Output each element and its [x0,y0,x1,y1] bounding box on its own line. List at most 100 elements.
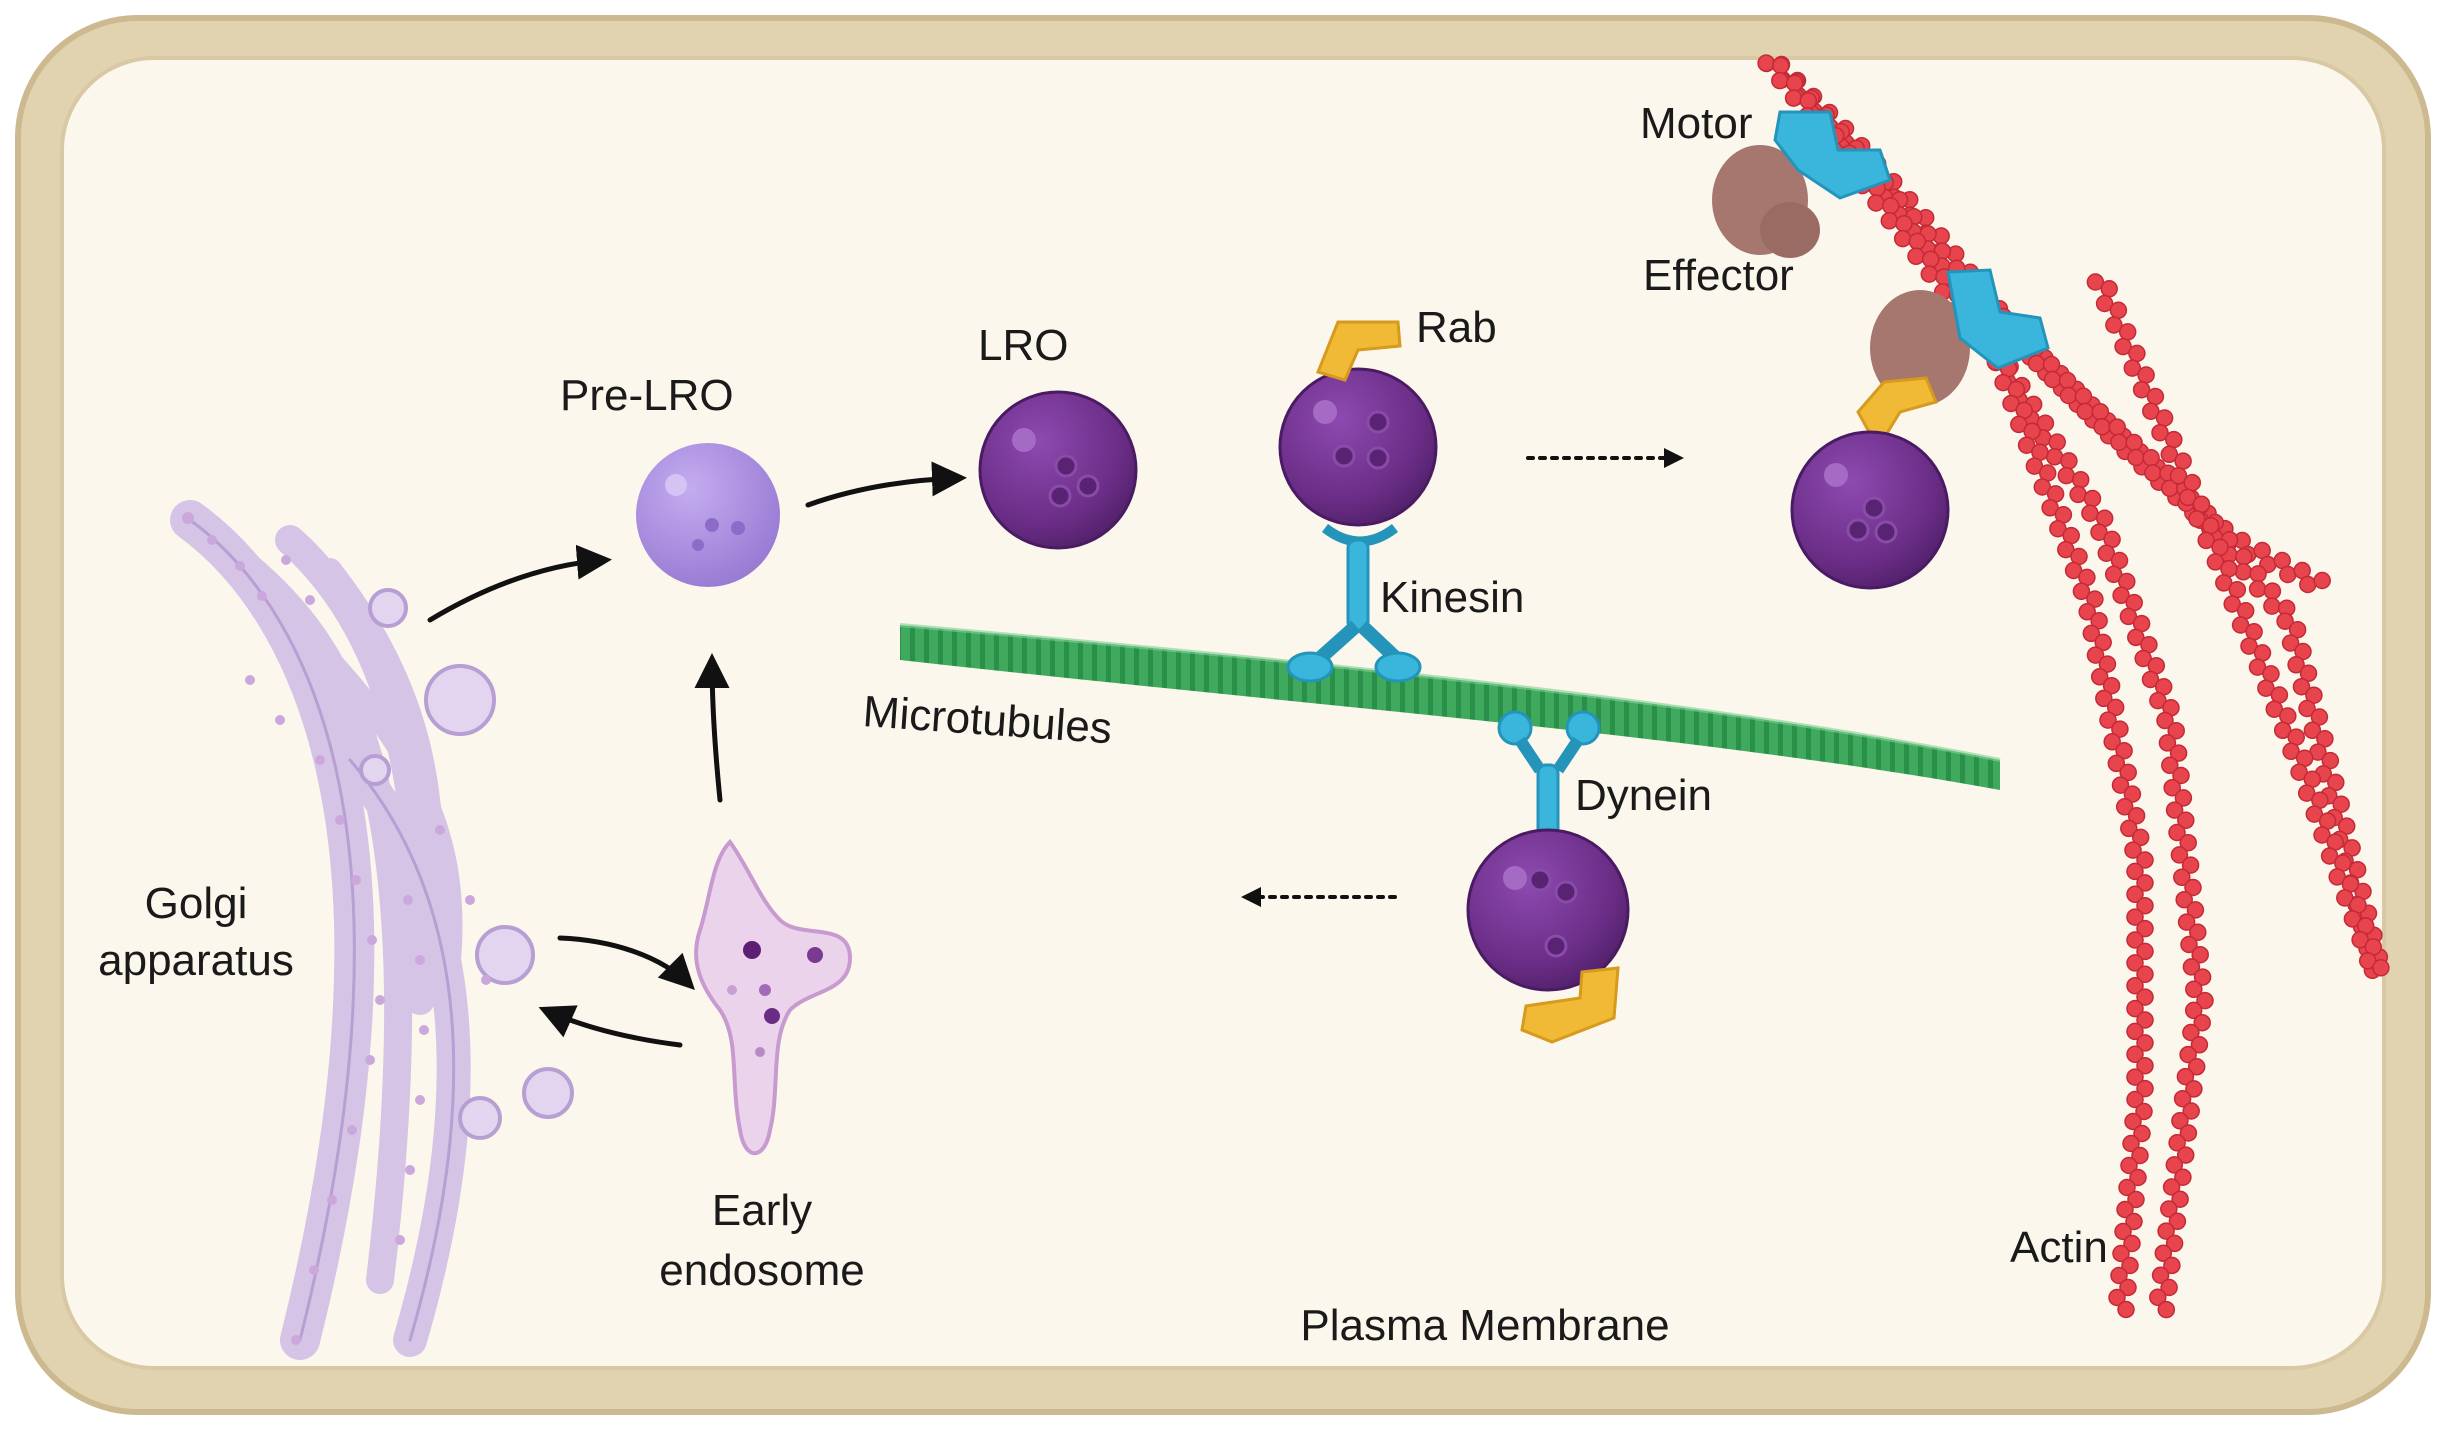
actin-bead [2125,1212,2143,1231]
actin-bead [2193,1013,2211,1032]
actin-bead [2165,801,2184,819]
actin-bead [2193,968,2212,986]
actin-bead [2122,1134,2140,1153]
lro-vesicle [978,390,1138,550]
actin-bead [2176,1146,2195,1164]
actin-bead [2126,885,2144,904]
actin-bead [2185,1080,2203,1098]
actin-bead [2151,423,2169,442]
actin-bead [1867,194,1885,212]
actin-bead [2328,868,2346,886]
actin-bead [2094,633,2112,652]
actin-bead [2111,776,2130,794]
actin-bead [2281,634,2300,652]
actin-bead [2136,1034,2154,1052]
actin-bead [2174,1168,2192,1186]
actin-bead [2163,778,2181,797]
actin-bead [2287,656,2305,674]
actin-bead [2133,1124,2151,1143]
actin-bead [2182,1102,2200,1120]
myosin-effector-top [1712,110,1892,258]
actin-bead [2155,409,2174,427]
actin-bead [1784,89,1803,107]
actin-bead [2174,452,2192,470]
actin-bead [2292,677,2311,696]
actin-bead [2141,670,2160,689]
actin-bead [2108,418,2126,436]
actin-bead [2160,1278,2178,1297]
actin-bead [2136,851,2154,869]
actin-bead [2126,976,2144,995]
actin-bead [2098,655,2117,673]
golgi-dots [182,512,491,1345]
actin-bead [2187,1058,2206,1076]
actin-bead [2135,1102,2153,1121]
actin-bead [2136,874,2154,892]
actin-bead [2107,754,2126,773]
actin-bead [2185,980,2203,999]
golgi-vesicles [359,588,574,1140]
actin-bead [2321,751,2340,770]
actin-bead [2115,798,2134,816]
actin-bead [2131,828,2150,847]
actin-bead [2104,565,2123,584]
actin-bead [2090,668,2109,686]
actin-bead [2131,1146,2149,1165]
actin-bead [2189,923,2207,942]
arrow-prelro-to-lro [805,461,967,508]
actin-bead [2173,868,2191,887]
actin-bead [2128,344,2146,363]
actin-bead [2045,448,2064,466]
actin-bead [2136,1056,2154,1075]
actin-bead [2126,1068,2144,1086]
actin-bead [2310,708,2329,726]
actin-bead [2179,833,2197,852]
label-effector: Effector [1643,251,1794,300]
actin-bead [2167,721,2185,740]
actin-bead [2097,544,2116,562]
actin-bead [1920,265,1939,283]
actin-bead [2163,1256,2181,1275]
actin-bead [2126,908,2144,926]
actin-bead [2161,756,2179,775]
actin-bead [2348,860,2367,879]
actin-bead [2263,597,2281,615]
actin-bead [2136,896,2154,915]
actin-bead [2158,734,2177,752]
actin-bead [2127,806,2146,825]
arrow-golgi-to-prelro [427,544,612,623]
actin-bead [2086,590,2104,608]
actin-bead [2112,586,2130,605]
actin-bead [2099,711,2117,729]
actin-bead [2235,548,2253,566]
actin-bead [2042,355,2061,374]
pathway-arrows [427,448,1684,1048]
actin-bead [2184,878,2202,897]
actin-bead [2168,1134,2186,1152]
actin-bead [2156,711,2174,730]
actin-bead [2182,958,2201,976]
label-lro: LRO [978,321,1068,370]
actin-bead [2372,959,2390,977]
actin-bead [2108,1288,2126,1307]
actin-bead [2313,826,2331,844]
actin-bead [2149,691,2167,710]
actin-bead [2176,1067,2195,1086]
actin-bead [2109,301,2128,320]
actin-bead [2105,316,2123,334]
actin-bead [2090,523,2108,541]
label-early-endosome-line2: endosome [659,1246,864,1295]
actin-bead [2177,811,2195,830]
actin-bead [2181,856,2200,874]
actin-bead [2095,689,2113,708]
actin-bead [2102,676,2121,695]
label-kinesin: Kinesin [1380,573,1524,622]
actin-bead [1772,56,1790,75]
actin-bead [2126,954,2144,972]
actin-bead [2123,359,2142,377]
actin-bead [2282,742,2300,761]
pre-lro-vesicle [636,443,780,587]
dynein-motor-shape [1497,710,1601,839]
actin-bead [1771,71,1789,90]
label-golgi-line2: apparatus [98,936,294,985]
